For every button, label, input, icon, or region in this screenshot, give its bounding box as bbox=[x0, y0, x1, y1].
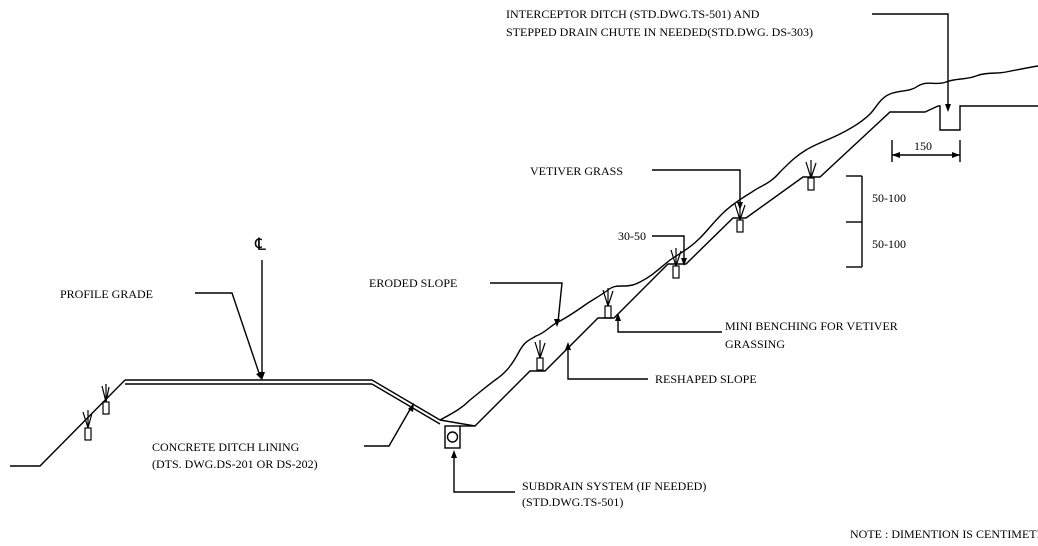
mini-bench-leader: MINI BENCHING FOR VETIVER GRASSING bbox=[615, 313, 898, 351]
dim-50-100-bracket: 50-100 50-100 bbox=[846, 175, 906, 268]
mini-bench-label-1: MINI BENCHING FOR VETIVER bbox=[725, 319, 898, 333]
reshaped-slope-line bbox=[439, 105, 1038, 427]
dim-50-100-label-a: 50-100 bbox=[872, 191, 906, 205]
subdrain-pipe bbox=[446, 431, 459, 443]
concrete-ditch-leader: CONCRETE DITCH LINING (DTS. DWG.DS-201 O… bbox=[152, 403, 414, 471]
interceptor-label-2: STEPPED DRAIN CHUTE IN NEEDED(STD.DWG. D… bbox=[506, 25, 813, 39]
left-embankment bbox=[10, 379, 441, 467]
left-vetiver-plants bbox=[82, 384, 110, 441]
subdrain-label-2: (STD.DWG.TS-501) bbox=[522, 495, 623, 509]
centerline-symbol: ℄ bbox=[254, 235, 266, 254]
mini-bench-label-2: GRASSING bbox=[725, 337, 785, 351]
subdrain-leader: SUBDRAIN SYSTEM (IF NEEDED) (STD.DWG.TS-… bbox=[451, 450, 706, 509]
interceptor-leader: INTERCEPTOR DITCH (STD.DWG.TS-501) AND S… bbox=[506, 7, 951, 112]
dim-150-label: 150 bbox=[914, 139, 932, 153]
concrete-ditch-label-2: (DTS. DWG.DS-201 OR DS-202) bbox=[152, 457, 318, 471]
vetiver-grass-label: VETIVER GRASS bbox=[530, 164, 623, 178]
eroded-slope-line bbox=[439, 65, 1038, 421]
dim-30-50-leader: 30-50 bbox=[618, 229, 687, 266]
profile-grade-leader: PROFILE GRADE bbox=[60, 287, 262, 380]
dim-150: 150 bbox=[891, 139, 961, 162]
reshaped-slope-leader: RESHAPED SLOPE bbox=[565, 342, 757, 386]
centerline-group: ℄ bbox=[254, 235, 266, 380]
dim-30-50-label: 30-50 bbox=[618, 229, 646, 243]
profile-grade-label: PROFILE GRADE bbox=[60, 287, 153, 301]
dim-50-100-label-b: 50-100 bbox=[872, 237, 906, 251]
note-text: NOTE : DIMENTION IS CENTIMETRE bbox=[850, 527, 1038, 541]
concrete-ditch-label-1: CONCRETE DITCH LINING bbox=[152, 440, 300, 454]
vetiver-grass-leader: VETIVER GRASS bbox=[530, 164, 743, 210]
subdrain-label-1: SUBDRAIN SYSTEM (IF NEEDED) bbox=[522, 479, 706, 493]
eroded-slope-label: ERODED SLOPE bbox=[369, 276, 457, 290]
bench-vetiver-plants bbox=[534, 160, 817, 371]
ditch-area bbox=[444, 425, 475, 449]
eroded-slope-leader: ERODED SLOPE bbox=[369, 276, 563, 327]
reshaped-slope-label: RESHAPED SLOPE bbox=[655, 372, 757, 386]
subdrain-box bbox=[444, 425, 461, 449]
interceptor-label-1: INTERCEPTOR DITCH (STD.DWG.TS-501) AND bbox=[506, 7, 760, 21]
